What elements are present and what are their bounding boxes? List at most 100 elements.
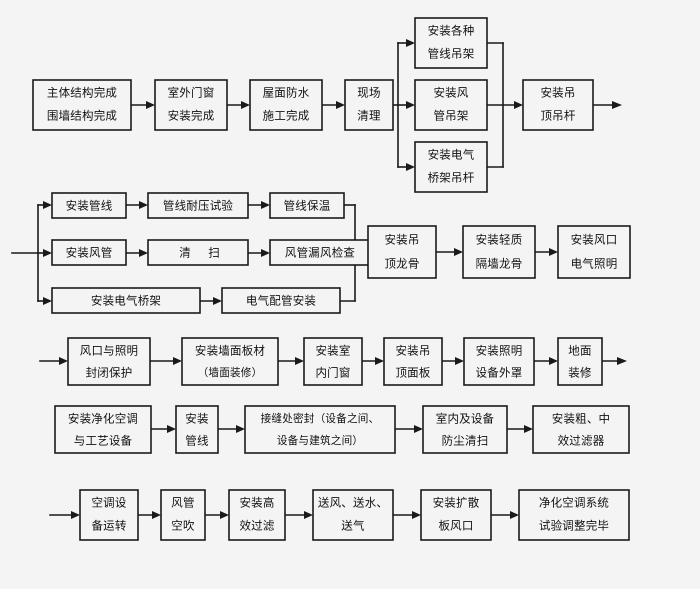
node-exterior-doors-windows-installed[interactable]: 室外门窗 安装完成 [154, 79, 228, 131]
node-box[interactable] [249, 79, 323, 131]
node-roof-waterproofing-complete[interactable]: 屋面防水 施工完成 [249, 79, 323, 131]
node-box[interactable] [532, 405, 630, 454]
node-label-line: 安装电气 [428, 148, 475, 162]
arrowhead-n1-n2 [146, 101, 155, 109]
node-install-wall-panels[interactable]: 安装墙面板材 （墙面装修） [181, 337, 279, 386]
node-box[interactable] [414, 17, 488, 69]
node-box[interactable] [181, 337, 279, 386]
node-box[interactable] [414, 79, 488, 131]
node-install-electrical-tray-hangers[interactable]: 安装电气 桥架吊杆 [414, 141, 488, 193]
arrowhead-bus-n9 [43, 201, 52, 209]
node-label-line: 清 扫 [179, 246, 223, 260]
arrowhead-n31-n32 [152, 511, 161, 519]
node-install-diffuser-outlets[interactable]: 安装扩散 板风口 [420, 489, 492, 541]
arrowhead-n22-n23 [375, 357, 384, 365]
arrowhead-n12-n13 [139, 249, 148, 257]
node-box[interactable] [303, 337, 363, 386]
node-box[interactable] [269, 239, 371, 266]
node-box[interactable] [79, 489, 139, 541]
node-install-electrical-tray[interactable]: 安装电气桥架 [51, 287, 201, 314]
node-box[interactable] [67, 337, 151, 386]
node-install-hepa-filters[interactable]: 安装高 效过滤 [228, 489, 286, 541]
node-box[interactable] [244, 405, 396, 454]
node-install-lighting-equipment-covers[interactable]: 安装照明 设备外罩 [463, 337, 535, 386]
node-site-cleanup[interactable]: 现场 清理 [344, 79, 394, 131]
arrowhead-row3-end [617, 357, 627, 365]
node-install-air-outlet-electrical-lighting[interactable]: 安装风口 电气照明 [557, 225, 631, 279]
node-duct-air-blowing[interactable]: 风管 空吹 [160, 489, 206, 541]
arrowhead-n20-n21 [173, 357, 182, 365]
node-box[interactable] [32, 79, 132, 131]
node-box[interactable] [312, 489, 394, 541]
node-label-line: 空吹 [171, 519, 195, 533]
node-box[interactable] [154, 79, 228, 131]
node-box[interactable] [51, 239, 127, 266]
node-label-line: 顶面板 [395, 366, 430, 380]
node-seal-joints[interactable]: 接缝处密封（设备之间、 设备与建筑之间） [244, 405, 396, 454]
node-install-lightweight-partition-keel[interactable]: 安装轻质 隔墙龙骨 [462, 225, 536, 279]
arrowhead-n27-n28 [236, 425, 245, 433]
node-box[interactable] [269, 192, 345, 219]
node-box[interactable] [54, 405, 152, 454]
node-install-pipelines[interactable]: 安装管线 [51, 192, 127, 219]
arrowhead-n15-n16 [213, 297, 222, 305]
node-install-air-ducts[interactable]: 安装风管 [51, 239, 127, 266]
node-box[interactable] [51, 287, 201, 314]
node-label-line: 现场 [357, 86, 380, 100]
node-cleaning[interactable]: 清 扫 [147, 239, 249, 266]
arrowhead-n9-n10 [139, 201, 148, 209]
node-outlet-lighting-protection[interactable]: 风口与照明 封闭保护 [67, 337, 151, 386]
node-label-line: 安装完成 [168, 109, 215, 123]
node-box[interactable] [522, 79, 594, 131]
node-electrical-conduit-install[interactable]: 电气配管安装 [221, 287, 341, 314]
node-label-line: 安装吊 [540, 86, 575, 100]
node-interior-equipment-dust-cleaning[interactable]: 室内及设备 防尘清扫 [422, 405, 508, 454]
node-label-line: 与工艺设备 [74, 434, 133, 448]
node-label-line: 顶吊杆 [540, 109, 575, 123]
node-label-line: 安装电气桥架 [91, 294, 161, 308]
node-box[interactable] [147, 192, 249, 219]
node-install-cleanroom-hvac-process-equipment[interactable]: 安装净化空调 与工艺设备 [54, 405, 152, 454]
node-box[interactable] [221, 287, 341, 314]
node-floor-finishing[interactable]: 地面 装修 [557, 337, 603, 386]
node-box[interactable] [344, 79, 394, 131]
node-duct-leak-test[interactable]: 风管漏风检查 [269, 239, 371, 266]
node-install-pipeline-hangers[interactable]: 安装各种 管线吊架 [414, 17, 488, 69]
node-label-line: 室外门窗 [168, 86, 215, 100]
node-install-pipelines-2[interactable]: 安装 管线 [175, 405, 219, 454]
node-box[interactable] [557, 337, 603, 386]
node-box[interactable] [462, 225, 536, 279]
node-cleanroom-hvac-commissioning-complete[interactable]: 净化空调系统 试验调整完毕 [518, 489, 630, 541]
node-box[interactable] [518, 489, 630, 541]
arrowhead-n18-n19 [549, 248, 558, 256]
node-pipeline-pressure-test[interactable]: 管线耐压试验 [147, 192, 249, 219]
node-box[interactable] [414, 141, 488, 193]
node-pipeline-insulation[interactable]: 管线保温 [269, 192, 345, 219]
node-box[interactable] [557, 225, 631, 279]
node-label-line: 安装风口 [571, 233, 618, 247]
arrowhead-n3-n4 [336, 101, 345, 109]
node-label-line: 清理 [357, 109, 381, 123]
node-install-coarse-medium-filters[interactable]: 安装粗、中 效过滤器 [532, 405, 630, 454]
node-install-ceiling-panels[interactable]: 安装吊 顶面板 [383, 337, 443, 386]
node-supply-air-water-gas[interactable]: 送风、送水、 送气 [312, 489, 394, 541]
node-box[interactable] [175, 405, 219, 454]
node-box[interactable] [51, 192, 127, 219]
node-install-duct-hangers[interactable]: 安装风 管吊架 [414, 79, 488, 131]
node-box[interactable] [160, 489, 206, 541]
node-box[interactable] [383, 337, 443, 386]
node-install-ceiling-rods[interactable]: 安装吊 顶吊杆 [522, 79, 594, 131]
node-main-structure-complete[interactable]: 主体结构完成 围墙结构完成 [32, 79, 132, 131]
node-box[interactable] [367, 225, 437, 279]
node-box[interactable] [463, 337, 535, 386]
arrowhead-n34-n35 [412, 511, 421, 519]
node-box[interactable] [420, 489, 492, 541]
node-hvac-equipment-operation[interactable]: 空调设 备运转 [79, 489, 139, 541]
node-box[interactable] [147, 239, 249, 266]
node-install-interior-doors-windows[interactable]: 安装室 内门窗 [303, 337, 363, 386]
node-box[interactable] [422, 405, 508, 454]
node-box[interactable] [228, 489, 286, 541]
node-install-ceiling-keel[interactable]: 安装吊 顶龙骨 [367, 225, 437, 279]
arrowhead-bus-n5 [406, 39, 415, 47]
